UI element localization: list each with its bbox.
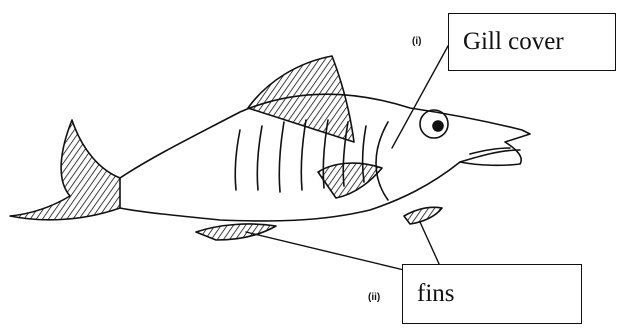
pectoral-fin (318, 163, 382, 198)
pupil (433, 121, 443, 131)
body-stripe-2 (257, 126, 262, 190)
fins-pointer-line-pelvic (246, 232, 404, 270)
body-stripe-3 (279, 122, 284, 192)
label-i-marker: (i) (412, 36, 421, 47)
body-stripe-1 (235, 130, 240, 190)
gill-cover-label-text: Gill cover (463, 28, 564, 56)
dorsal-fin (248, 56, 354, 142)
gill-cover-label-box: Gill cover (448, 13, 616, 71)
mouth (460, 150, 520, 162)
body-stripe-4 (301, 120, 306, 190)
tail-fin (10, 120, 120, 220)
pelvic-fin (196, 224, 276, 240)
fins-label-text: fins (417, 280, 455, 308)
fins-label-box: fins (402, 264, 582, 324)
gill-pointer-line (392, 46, 448, 148)
label-ii-marker: (ii) (368, 292, 380, 303)
fins-pointer-line-anal (420, 222, 440, 266)
gill-cover-line (376, 122, 388, 200)
anal-fin (404, 207, 442, 224)
